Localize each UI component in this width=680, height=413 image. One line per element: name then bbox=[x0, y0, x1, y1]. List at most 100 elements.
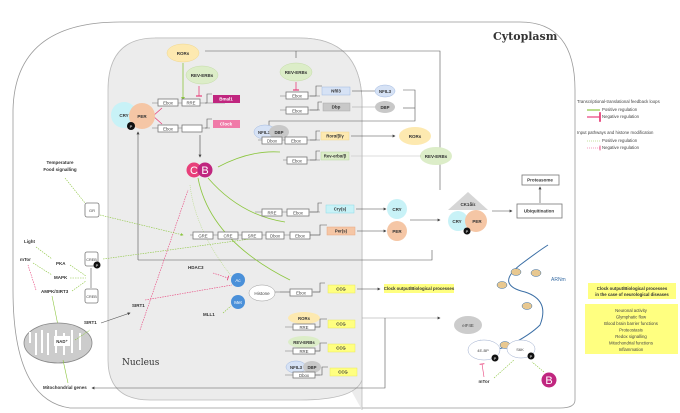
histone-label: Histone bbox=[254, 291, 270, 296]
phospho-label: P bbox=[466, 229, 469, 234]
cry-cyto-label: CRY bbox=[392, 207, 401, 212]
mtor-label: mTor bbox=[20, 257, 31, 262]
clock-gene bbox=[213, 120, 240, 128]
cry-label: CRY bbox=[119, 113, 128, 118]
temperature-label: Temperature bbox=[47, 160, 74, 165]
legend: Transcriptional-translational feedback l… bbox=[577, 99, 660, 151]
per-protein-cyto bbox=[387, 221, 407, 241]
cry-complex-label: CRY bbox=[452, 219, 461, 224]
legend-g1-negative: Negative regulation bbox=[602, 114, 640, 119]
sirt1-label: SIRT1 bbox=[132, 303, 145, 308]
phospho-badge bbox=[127, 122, 135, 130]
s6k bbox=[506, 339, 536, 359]
per-protein bbox=[129, 103, 155, 129]
bmal-translation bbox=[541, 372, 557, 388]
dbp-ccg-label: DBP bbox=[307, 365, 316, 370]
rev-erbs-protein-2 bbox=[279, 62, 313, 82]
legend-g1-positive: Positive regulation bbox=[602, 107, 638, 112]
ccg-label: CCG bbox=[336, 287, 346, 292]
rre-element: RRE bbox=[299, 325, 308, 330]
per-cyto-label: PER bbox=[392, 229, 402, 234]
ebox-element: Ebox bbox=[293, 211, 304, 216]
dbp-protein bbox=[375, 101, 395, 113]
dbox-element: Dbox bbox=[299, 373, 310, 378]
ampk-sirt3-label: AMPK/SIRT3 bbox=[41, 289, 69, 294]
legend-group1: Transcriptional-translational feedback l… bbox=[577, 99, 660, 104]
ac-label: Ac bbox=[235, 278, 241, 283]
neuro-item: Proteostasis bbox=[619, 328, 643, 333]
neuro-item: Glymphatic flow bbox=[616, 315, 647, 320]
per-complex-label: PER bbox=[472, 219, 482, 224]
gr-label: GR bbox=[89, 208, 95, 213]
light-label: Light bbox=[24, 239, 35, 244]
sirt1-mito-label: SIRT1 bbox=[84, 320, 97, 325]
nfil3-protein bbox=[374, 84, 396, 98]
rors-protein-out bbox=[399, 127, 431, 145]
ubiquitination-box bbox=[516, 203, 563, 219]
gre-element: GRE bbox=[198, 234, 207, 239]
reverb-gene-label: Rev-erbα/β bbox=[324, 154, 347, 159]
bmal-translation-label: B bbox=[545, 375, 552, 387]
bmal1-label: Bmal1 bbox=[219, 97, 233, 102]
bmal1-gene bbox=[213, 95, 240, 103]
rev-erbs-label: REV-ERBs bbox=[191, 73, 214, 78]
eif4e bbox=[454, 316, 482, 334]
rors-out-label: RORs bbox=[409, 134, 422, 139]
mtor-translation-label: mTor bbox=[479, 379, 490, 384]
ror-gene-label: Rorα/β/γ bbox=[326, 134, 344, 139]
empty-element bbox=[181, 124, 203, 133]
reverb-gene bbox=[320, 151, 350, 161]
per-gene bbox=[326, 226, 356, 236]
histone bbox=[248, 284, 276, 302]
neuro-item: Inflammation bbox=[619, 347, 644, 352]
s6k-label: S6K bbox=[516, 347, 524, 352]
ac-mark bbox=[231, 273, 245, 287]
rre-element: RRE bbox=[299, 349, 308, 354]
dbp-label: DBP bbox=[380, 105, 389, 110]
dbox-element: Dbox bbox=[270, 234, 281, 239]
phospho-label: P bbox=[530, 354, 533, 359]
nad-label: NAD⁺ bbox=[56, 339, 68, 344]
cytoplasm-label: Cytoplasm bbox=[493, 30, 558, 43]
creb-label-2: CREB bbox=[86, 295, 97, 299]
dbp-label: DBP bbox=[274, 130, 283, 135]
legend-g2-positive: Positive regulation bbox=[602, 138, 638, 143]
ebox-element: Ebox bbox=[292, 159, 303, 164]
clock-protein-label: C bbox=[190, 165, 198, 177]
phospho-label: P bbox=[96, 263, 99, 268]
rev-erbs-ccg-label: REV-ERBs bbox=[293, 340, 315, 345]
gr-receptor bbox=[84, 202, 100, 218]
proteasome-box bbox=[521, 174, 560, 186]
legend-group2: Input pathways and histone modification bbox=[577, 130, 654, 135]
ebox-element: Ebox bbox=[295, 234, 306, 239]
neuro-item: Neuronal activity bbox=[615, 308, 648, 313]
ccg-gene bbox=[327, 284, 356, 294]
cry-gene bbox=[325, 204, 355, 214]
ebox-element: Ebox bbox=[163, 101, 174, 106]
neuro-items-box bbox=[585, 304, 678, 354]
neuro-item: Mitochondrial functions bbox=[609, 341, 653, 346]
rors-protein bbox=[166, 43, 200, 63]
rre-element: RRE bbox=[267, 211, 276, 216]
cry-complex bbox=[448, 211, 468, 231]
4e-bp bbox=[467, 339, 501, 361]
ccg-label: CCG bbox=[338, 370, 348, 375]
neuro-title-box bbox=[588, 283, 676, 299]
phospho-label: P bbox=[494, 356, 497, 361]
cre-element: CRE bbox=[223, 234, 232, 239]
creb-label: CREB bbox=[86, 258, 97, 262]
neuro-title-2: in the case of neurological diseases bbox=[595, 292, 669, 297]
nfil3-gene bbox=[321, 86, 351, 96]
rev-erbs-label-2: REV-ERBs bbox=[285, 70, 308, 75]
phospho-label: P bbox=[130, 124, 133, 129]
ck1-label: CK1δ/ε bbox=[460, 202, 476, 207]
clock-label: Clock bbox=[220, 122, 233, 127]
clock-output-label: Clock output/Biological processes bbox=[384, 286, 455, 291]
arnm-label: ARNm bbox=[551, 277, 566, 283]
met-mark bbox=[231, 295, 245, 309]
ubiquitination-label: Ubiquitination bbox=[524, 209, 554, 214]
per-gene-label: Per(s) bbox=[335, 229, 348, 234]
rev-erbs-protein bbox=[185, 65, 219, 85]
dbp-gene bbox=[322, 102, 351, 112]
